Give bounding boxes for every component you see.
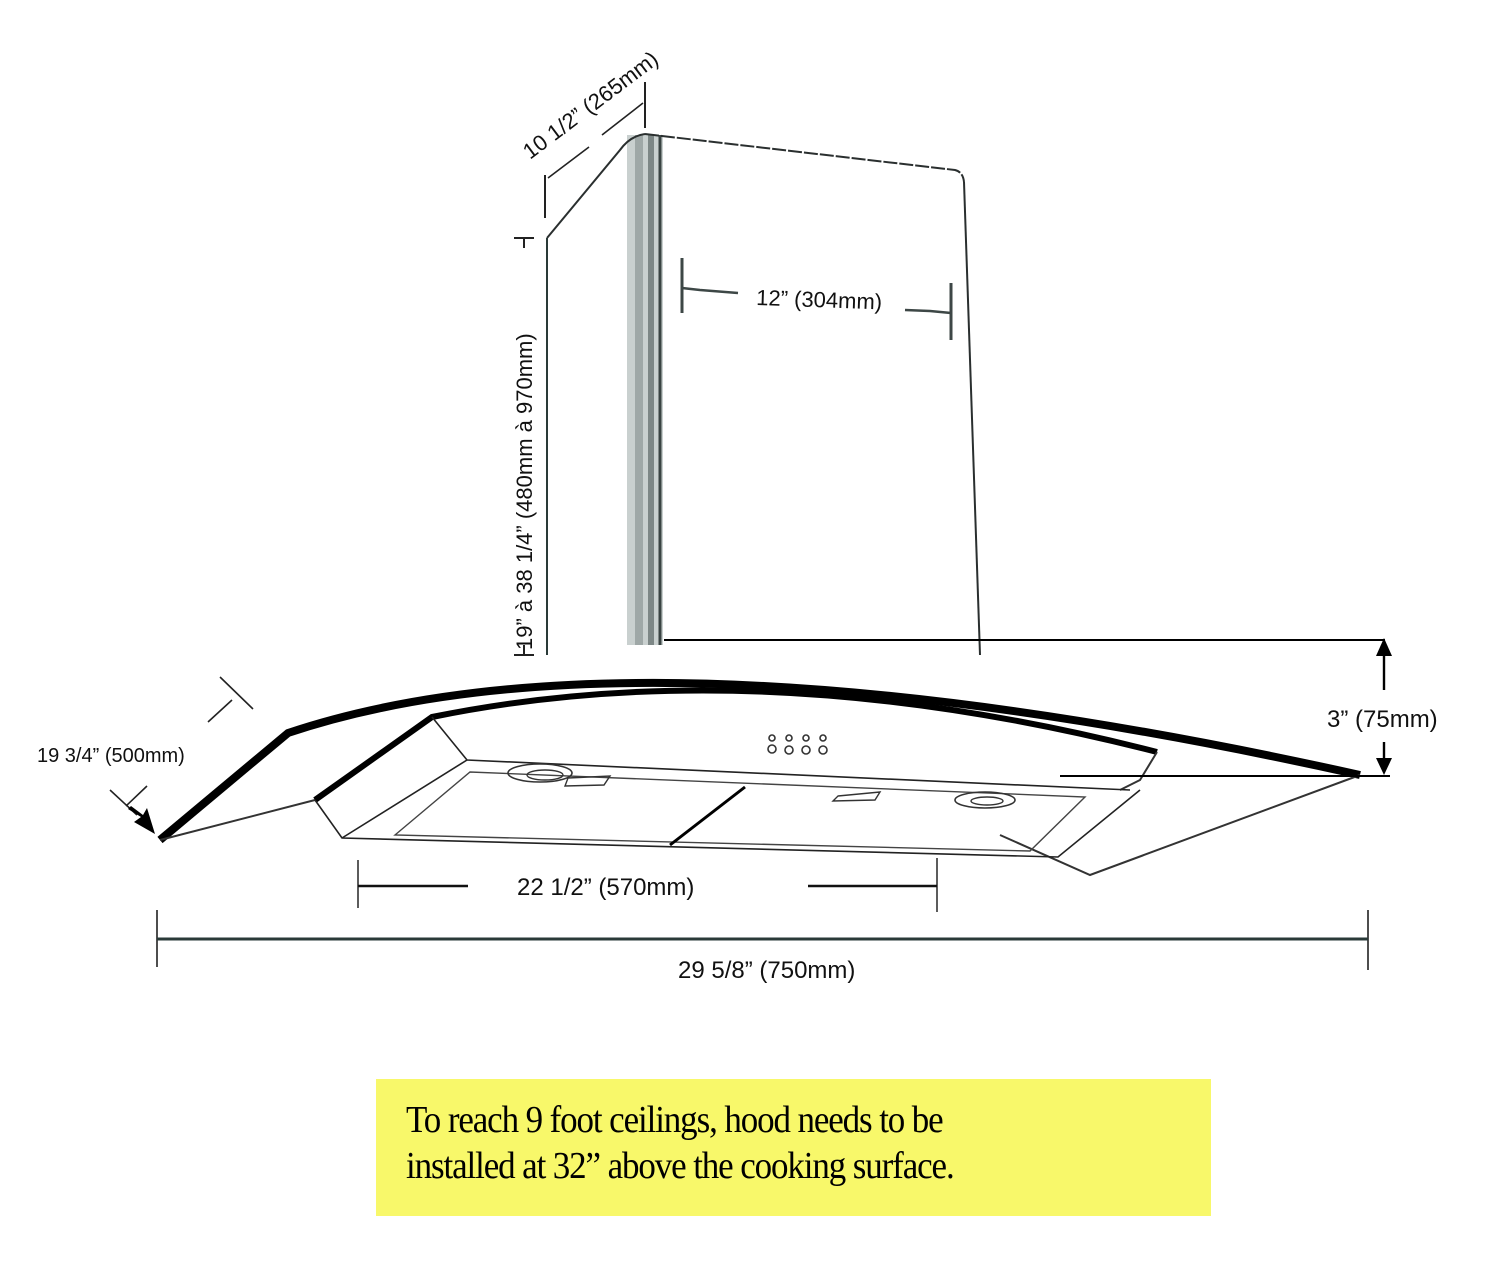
- dimension-chimney-width: 12” (304mm): [680, 258, 953, 340]
- canopy: [157, 678, 1361, 877]
- label-canopy-depth: 19 3/4” (500mm): [37, 745, 185, 767]
- label-chimney-height: 19” à 38 1/4” (480mm à 970mm): [512, 333, 537, 650]
- dimension-canopy-depth: 19 3/4” (500mm): [37, 676, 254, 834]
- dimension-overall-width: 29 5/8” (750mm): [156, 910, 1369, 984]
- note-line-2: installed at 32” above the cooking surfa…: [406, 1145, 955, 1187]
- dimension-body-width: 22 1/2” (570mm): [357, 858, 938, 912]
- label-overall-width: 29 5/8” (750mm): [678, 957, 855, 984]
- installation-note: To reach 9 foot ceilings, hood needs to …: [376, 1079, 1211, 1216]
- note-line-1: To reach 9 foot ceilings, hood needs to …: [406, 1099, 944, 1141]
- control-panel: [767, 734, 828, 755]
- chimney: [546, 133, 981, 656]
- label-canopy-height: 3” (75mm): [1327, 706, 1438, 733]
- label-body-width: 22 1/2” (570mm): [517, 874, 694, 901]
- installation-note-text: To reach 9 foot ceilings, hood needs to …: [406, 1097, 955, 1189]
- label-chimney-width: 12” (304mm): [756, 285, 883, 314]
- hood-body: [314, 716, 1141, 858]
- dimension-chimney-height: 19” à 38 1/4” (480mm à 970mm): [512, 237, 537, 656]
- dimension-canopy-height: 3” (75mm): [664, 638, 1438, 777]
